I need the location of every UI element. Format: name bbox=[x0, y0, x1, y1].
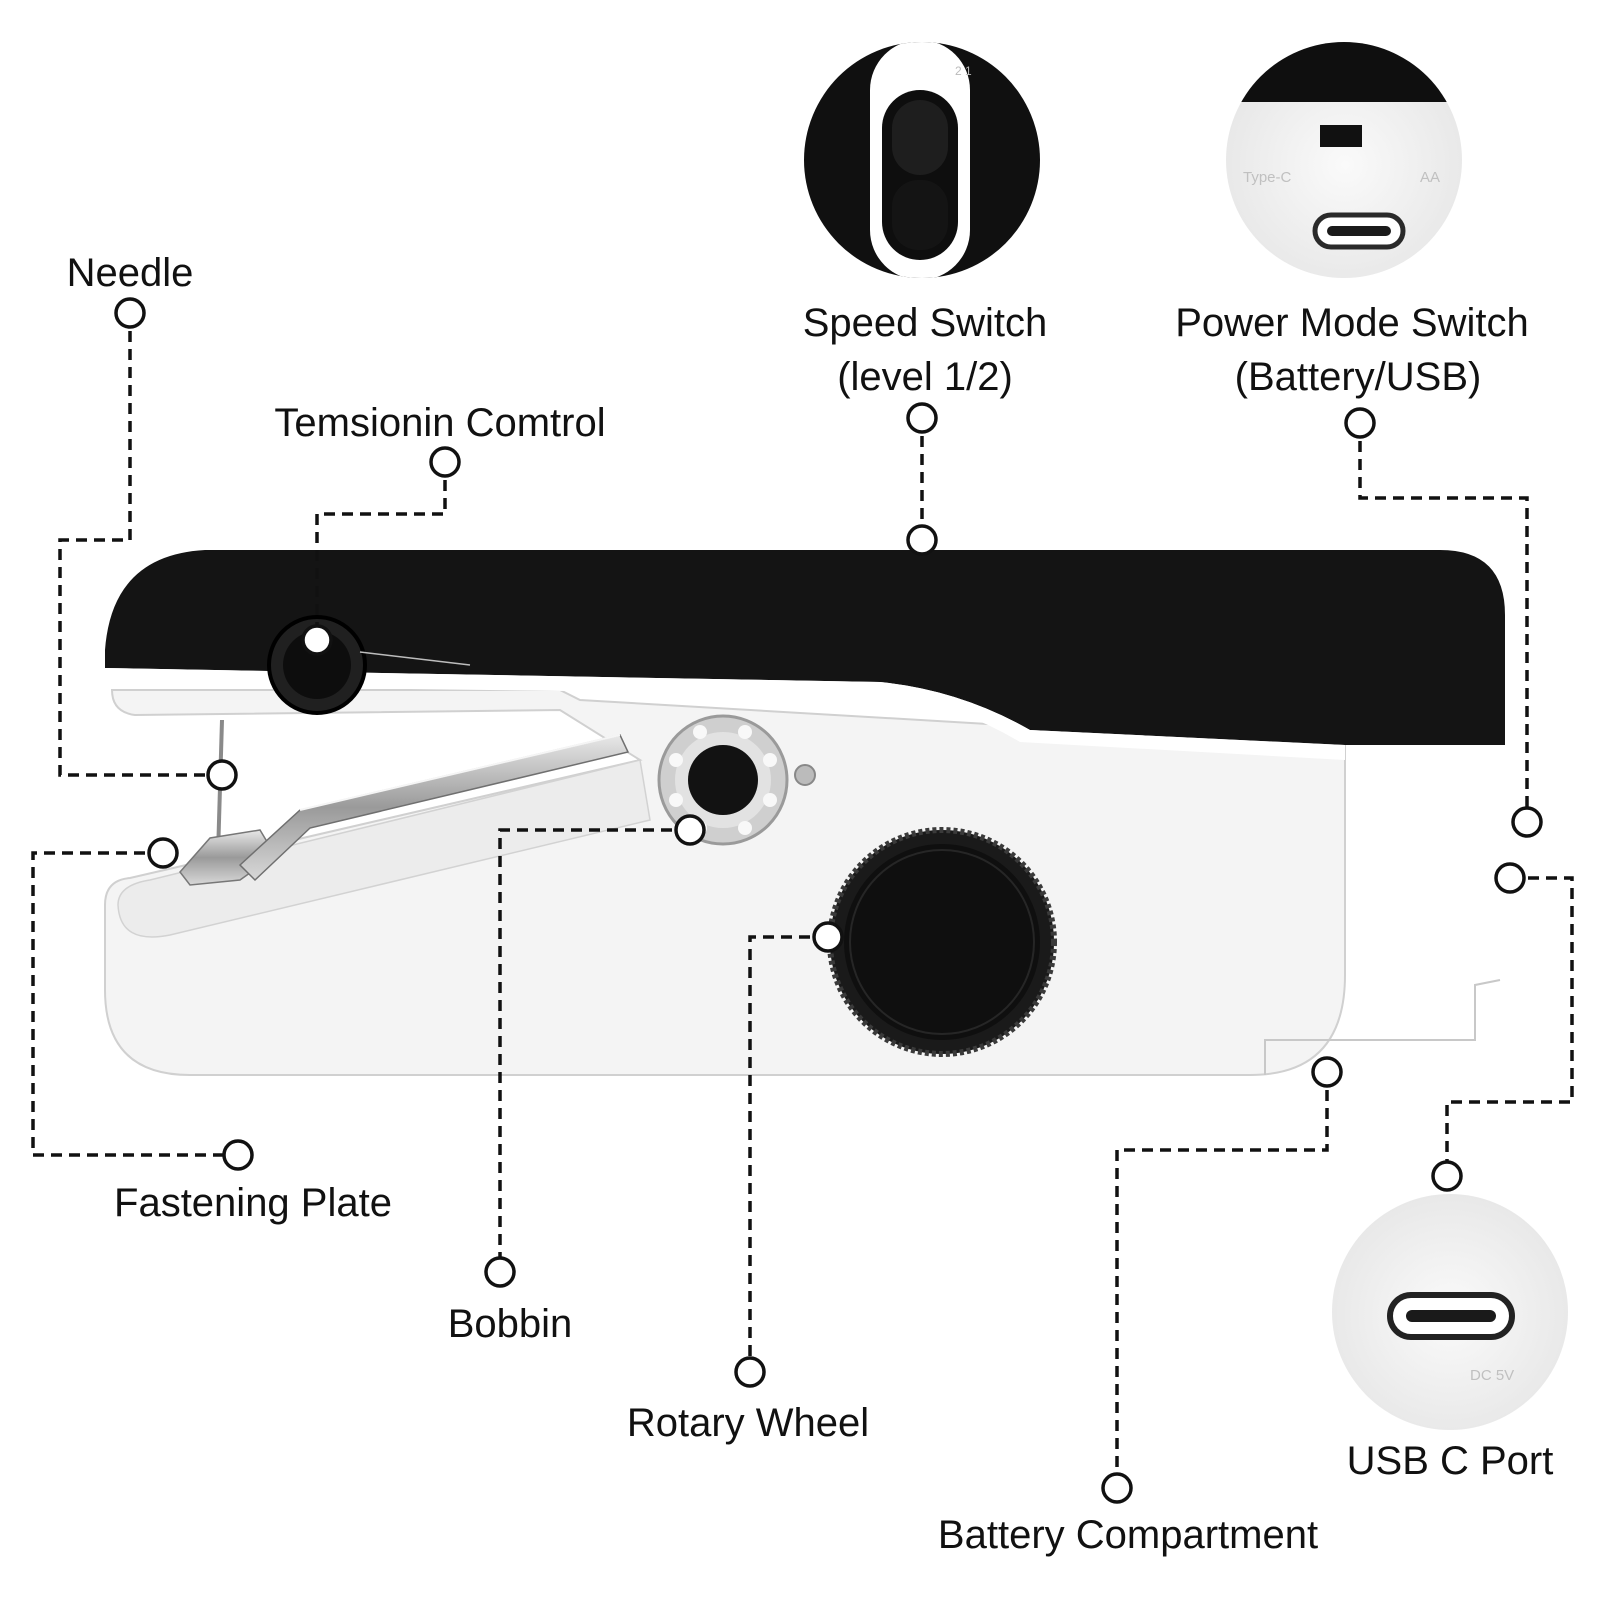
tension-target-ring bbox=[301, 624, 333, 656]
battery-compartment-label: Battery Compartment bbox=[938, 1513, 1318, 1557]
bobbin-label: Bobbin bbox=[448, 1302, 573, 1346]
power-mode-label-line1: Power Mode Switch bbox=[1175, 301, 1528, 345]
tension-control-leader bbox=[315, 462, 447, 640]
fastening-plate-leader bbox=[31, 851, 238, 1157]
battery-type-text: AA bbox=[1420, 169, 1440, 186]
usb-c-port-inset: DC 5V bbox=[1332, 1194, 1568, 1430]
callout-rings bbox=[114, 297, 1543, 1504]
metal-arm-wire bbox=[299, 734, 621, 811]
needle-label-ring bbox=[114, 297, 146, 329]
rotary-wheel-shape bbox=[827, 827, 1057, 1057]
battery-label-ring bbox=[1101, 1472, 1133, 1504]
usb-label-ring bbox=[1431, 1160, 1463, 1192]
bobbin-label-ring bbox=[484, 1256, 516, 1288]
black-top-housing bbox=[105, 550, 1505, 745]
speed-switch-label-line1: Speed Switch bbox=[803, 301, 1048, 345]
rotary-wheel-label: Rotary Wheel bbox=[627, 1401, 869, 1445]
callout-labels: Needle Temsionin Comtrol Speed Switch (l… bbox=[67, 251, 1554, 1557]
speed-target-ring bbox=[906, 524, 938, 556]
rotary-label-ring bbox=[734, 1356, 766, 1388]
needle-target-ring bbox=[206, 759, 238, 791]
bobbin-target-ring bbox=[674, 814, 706, 846]
speed-label-ring bbox=[906, 402, 938, 434]
sewing-machine-body bbox=[104, 550, 1505, 1076]
lower-jaw bbox=[117, 759, 651, 938]
bobbin-leader bbox=[498, 828, 690, 1272]
fastening-plate-label: Fastening Plate bbox=[114, 1181, 392, 1225]
port-type-text: Type-C bbox=[1243, 169, 1292, 186]
power-mode-inset: Type-C AA bbox=[1226, 42, 1462, 278]
usb-c-port-leader bbox=[1445, 876, 1574, 1176]
power-mode-leader bbox=[1358, 423, 1529, 822]
usb-target-ring bbox=[1494, 862, 1526, 894]
power-mode-label-line2: (Battery/USB) bbox=[1235, 355, 1482, 399]
battery-compartment-leader bbox=[1115, 1072, 1329, 1488]
tension-control-knob bbox=[267, 615, 367, 715]
dc-rating-text: DC 5V bbox=[1470, 1367, 1514, 1384]
fastening-target-ring bbox=[147, 837, 179, 869]
battery-target-ring bbox=[1311, 1056, 1343, 1088]
fastening-label-ring bbox=[222, 1139, 254, 1171]
tension-control-label: Temsionin Comtrol bbox=[274, 401, 605, 445]
thread-line bbox=[359, 651, 471, 666]
needle-label: Needle bbox=[67, 251, 194, 295]
power-label-ring bbox=[1344, 407, 1376, 439]
needle-leader bbox=[58, 313, 222, 777]
usb-c-port-label: USB C Port bbox=[1347, 1439, 1554, 1483]
rotary-wheel-leader bbox=[748, 935, 828, 1372]
rotary-target-ring bbox=[812, 921, 844, 953]
leader-lines bbox=[31, 313, 1574, 1488]
speed-switch-inset: 2 1 bbox=[804, 42, 1040, 278]
white-accent-strip bbox=[105, 668, 1345, 760]
bobbin-shape bbox=[657, 714, 816, 846]
speed-levels-text: 2 1 bbox=[955, 64, 972, 78]
speed-switch-label-line2: (level 1/2) bbox=[837, 355, 1013, 399]
tension-label-ring bbox=[429, 446, 461, 478]
power-target-ring bbox=[1511, 806, 1543, 838]
battery-compartment-outline bbox=[1264, 979, 1501, 1075]
